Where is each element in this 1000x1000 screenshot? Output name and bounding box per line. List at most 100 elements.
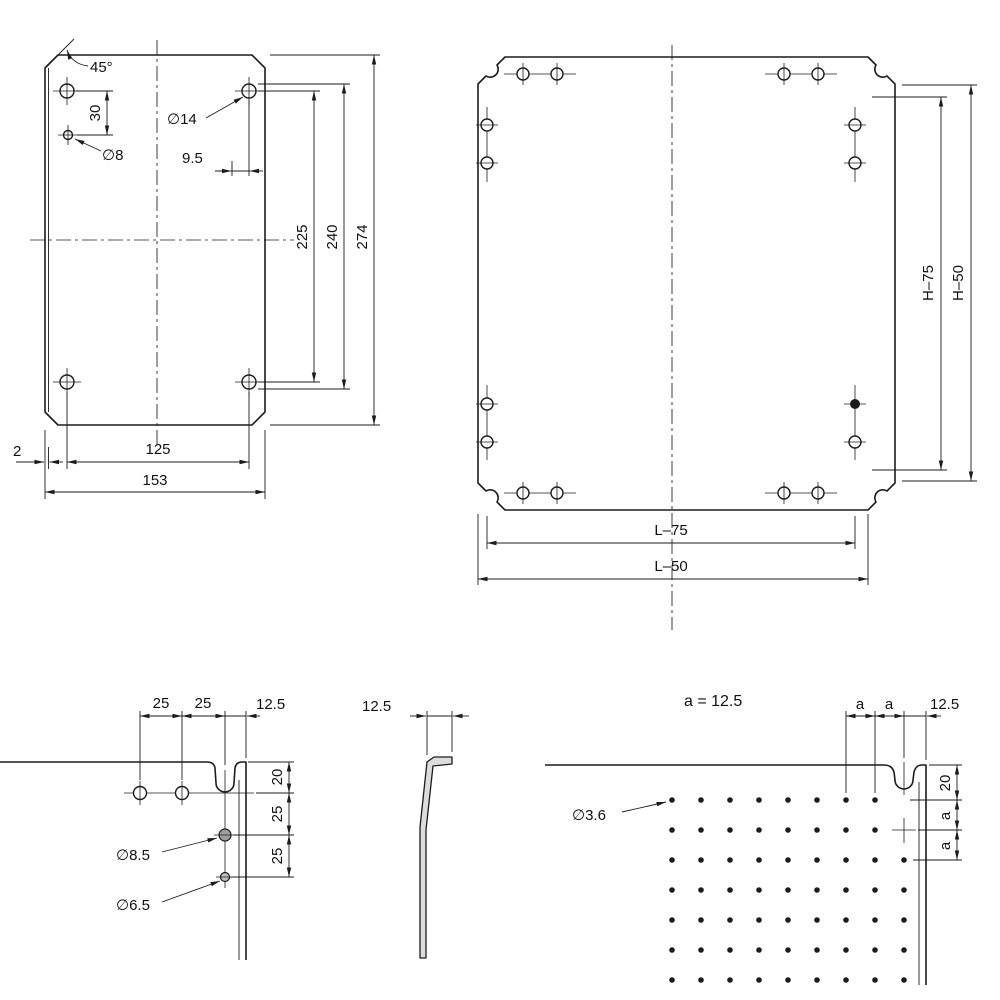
dim-dia8: ∅8 — [74, 138, 123, 164]
dim-dia3-6: ∅3.6 — [572, 801, 667, 824]
perforation-hole — [698, 947, 704, 953]
dim-9-5: 9.5 — [182, 100, 263, 176]
perforation-hole — [669, 917, 675, 923]
perforation-hole — [814, 917, 820, 923]
perforation-hole — [727, 977, 733, 983]
dim-label: H–75 — [920, 265, 937, 301]
leader-line — [74, 138, 102, 152]
dim-dia6-5: ∅6.5 — [116, 880, 221, 914]
leader-line — [161, 880, 221, 903]
dim-label: 9.5 — [182, 150, 203, 167]
leader-line — [161, 837, 218, 853]
dim-label: 20 — [937, 775, 954, 792]
dim-label: 12.5 — [362, 698, 391, 715]
perforation-hole — [843, 827, 849, 833]
perforation-hole — [785, 917, 791, 923]
perforation-hole — [669, 977, 675, 983]
perforation-hole — [756, 827, 762, 833]
corner-hole-group-top-right — [765, 63, 866, 182]
plate-outline — [477, 56, 896, 511]
perforation-hole — [785, 947, 791, 953]
perforation-hole — [901, 887, 907, 893]
dim-label: 45° — [90, 59, 113, 76]
perforation-hole — [872, 887, 878, 893]
dim-l50: L–50 — [477, 514, 869, 585]
corner-detail: 25 25 12.5 20 25 25 ∅8.5 ∅6.5 — [0, 695, 294, 960]
rear-view: H–75 H–50 L–75 L–50 — [476, 45, 977, 630]
leader-line — [205, 96, 244, 119]
perforation-hole — [756, 977, 762, 983]
perforation-hole — [698, 977, 704, 983]
perforation-hole — [698, 827, 704, 833]
perforation-hole — [698, 887, 704, 893]
perforation-hole — [669, 797, 675, 803]
perforation-hole — [756, 857, 762, 863]
dim-label: 153 — [142, 472, 167, 489]
dim-label: 225 — [294, 224, 311, 249]
dim-dia8-5: ∅8.5 — [116, 837, 218, 864]
perforation-hole — [727, 947, 733, 953]
mounting-holes — [53, 77, 263, 396]
perforation-hole — [843, 887, 849, 893]
dim-label: ∅3.6 — [572, 807, 606, 824]
dim-top-chain: 25 25 12.5 — [139, 695, 285, 780]
dim-label: ∅6.5 — [116, 897, 150, 914]
edge-profile-section: 12.5 — [362, 698, 469, 959]
dim-top-chain: a a 12.5 — [845, 696, 959, 793]
perforation-hole — [785, 857, 791, 863]
dim-dia14: ∅14 — [167, 96, 244, 128]
dim-153: 153 — [44, 430, 266, 499]
perforation-hole — [698, 857, 704, 863]
perforation-hole — [814, 887, 820, 893]
dim-side-chain: 20 25 25 — [231, 761, 294, 878]
dim-240: 240 — [258, 83, 350, 390]
dim-h75: H–75 — [872, 96, 947, 471]
dim-30: 30 — [76, 90, 113, 136]
perforation-detail: a = 12.5 a a 12.5 20 a a — [545, 693, 962, 985]
perforation-hole — [727, 827, 733, 833]
perforation-hole — [843, 797, 849, 803]
dim-label: 12.5 — [930, 696, 959, 713]
perforation-hole — [872, 827, 878, 833]
dim-label: ∅14 — [167, 111, 197, 128]
dim-label: L–75 — [654, 522, 687, 539]
dim-label: 20 — [269, 769, 286, 786]
dim-h50: H–50 — [902, 84, 977, 482]
plate-outline — [44, 54, 266, 426]
perforation-hole — [872, 917, 878, 923]
perforation-hole — [843, 917, 849, 923]
front-view: 45° 30 ∅14 ∅8 9.5 225 — [13, 38, 380, 499]
perforation-hole — [698, 917, 704, 923]
perforation-hole — [669, 827, 675, 833]
profile-shape — [419, 756, 453, 959]
perforation-hole — [727, 887, 733, 893]
chamfer-extension-line — [57, 38, 75, 56]
dim-label: L–50 — [654, 558, 687, 575]
perforation-hole — [814, 977, 820, 983]
leader-line — [66, 49, 89, 67]
perforation-hole — [669, 887, 675, 893]
perforation-hole — [901, 857, 907, 863]
dim-label: 274 — [354, 224, 371, 249]
perforation-hole — [843, 947, 849, 953]
perforation-hole — [756, 887, 762, 893]
plate-edge-outline — [545, 764, 927, 985]
dim-274: 274 — [270, 54, 380, 426]
perforation-grid — [669, 797, 907, 983]
perforation-hole — [698, 797, 704, 803]
perforation-hole — [901, 947, 907, 953]
perforation-hole — [901, 917, 907, 923]
perforation-hole — [872, 857, 878, 863]
perforation-hole — [814, 797, 820, 803]
perforation-hole — [669, 857, 675, 863]
corner-hole-group-top-left — [476, 63, 576, 182]
dim-label: a — [885, 696, 894, 713]
dim-label: 12.5 — [256, 696, 285, 713]
perforation-hole — [669, 947, 675, 953]
dim-label: H–50 — [950, 265, 967, 301]
pitch-note: a = 12.5 — [684, 693, 742, 710]
perforation-hole — [814, 827, 820, 833]
perforation-hole — [727, 917, 733, 923]
